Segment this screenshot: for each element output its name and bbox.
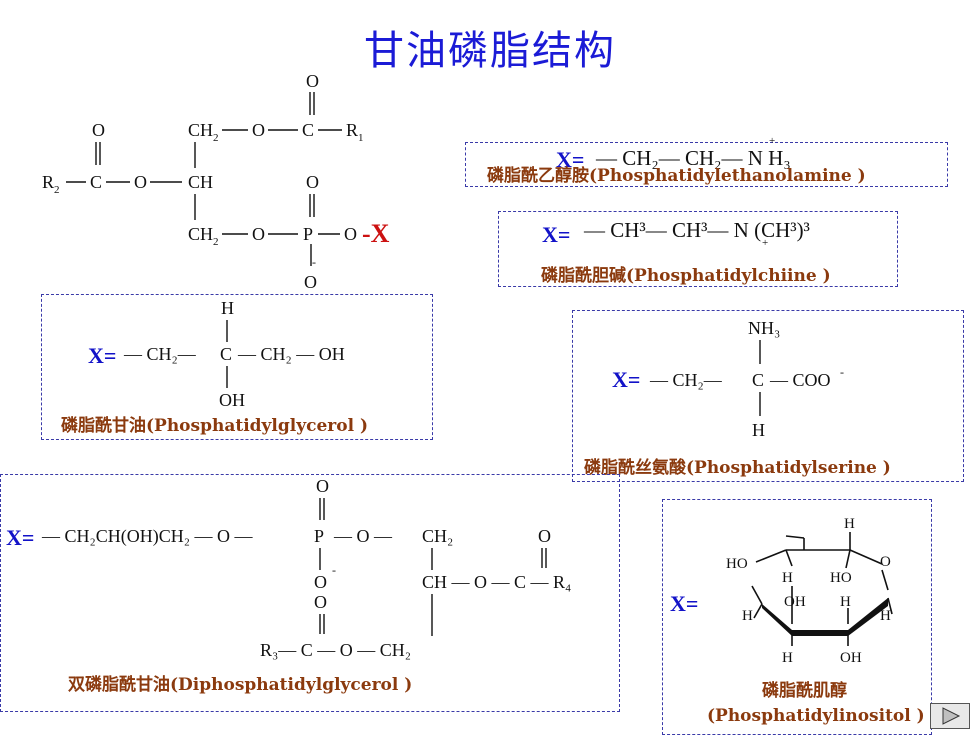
pc-x-label: X= (542, 222, 571, 247)
o-minus: O (304, 272, 317, 292)
dpg-o-ester: O (538, 526, 551, 546)
ch2-top: CH2 (188, 120, 219, 144)
o-p-top: O (306, 172, 319, 192)
next-slide-button[interactable] (930, 703, 970, 729)
dpg-o-top: O (316, 476, 329, 496)
c-top: C (302, 120, 314, 140)
pg-caption: 磷脂酰甘油(Phosphatidylglycerol ) (61, 416, 368, 436)
ps-structure: NH₃ — CH₂— C — COO - H (649, 318, 844, 440)
pi-structure: H HO H HO O OH H H H H OH (726, 516, 893, 666)
play-next-icon (942, 707, 961, 725)
r1: R1 (346, 120, 364, 144)
pc-caption: 磷脂酰胆碱(Phosphatidylchiine ) (541, 266, 831, 286)
pi-oh1: OH (784, 594, 806, 610)
dpg-bottom-chain: R₃— C — O — CH₂ (260, 640, 411, 660)
dpg-p: P (314, 526, 324, 546)
pi-h-bl: H (742, 608, 753, 624)
minus-sign: - (312, 255, 316, 269)
pg-structure: H — CH₂— C — CH₂ — OH OH (123, 298, 345, 410)
pg-oh: OH (219, 390, 245, 410)
o-top: O (306, 71, 319, 91)
pg-chain-right: — CH₂ — OH (237, 344, 345, 364)
o-left: O (92, 120, 105, 140)
pi-x-label: X= (670, 591, 699, 616)
pi-caption-cn: 磷脂酰肌醇 (762, 681, 847, 701)
ps-chain-right: — COO (769, 370, 831, 390)
dpg-caption: 双磷脂酰甘油(Diphosphatidylglycerol ) (68, 675, 413, 695)
ps-chain-left: — CH₂— (649, 370, 723, 390)
x-group: -X (362, 219, 390, 248)
o-right: O (344, 224, 357, 244)
page-title: 甘油磷脂结构 (364, 28, 616, 74)
ps-h: H (752, 420, 765, 440)
pi-h-bottom: H (782, 650, 793, 666)
pi-caption-en: (Phosphatidylinositol ) (707, 706, 925, 726)
pi-o-right: O (880, 554, 891, 570)
pg-h: H (221, 298, 234, 318)
c-left: C (90, 172, 102, 192)
dpg-box (0, 474, 620, 712)
main-structure-diagram: O CH2 O C R1 O R2 C O CH O CH2 O P O - O… (42, 71, 390, 292)
pe-caption: 磷脂酰乙醇胺(Phosphatidylethanolamine ) (487, 166, 866, 186)
pi-h-br: H (880, 608, 891, 624)
dpg-ch: CH — O — C — R₄ (422, 572, 571, 592)
dpg-o-link: — O — (333, 526, 393, 546)
pc-plus: + (762, 237, 769, 249)
ps-nh3: NH₃ (748, 318, 780, 338)
pi-h1: H (782, 570, 793, 586)
dpg-chain: — CH₂CH(OH)CH₂ — O — (41, 526, 254, 547)
o-mid: O (134, 172, 147, 192)
ch: CH (188, 172, 213, 192)
pi-h2: H (840, 594, 851, 610)
ps-x-label: X= (612, 367, 641, 392)
ps-c: C (752, 370, 764, 390)
ps-box (572, 310, 964, 482)
pi-ho-mid: HO (830, 570, 852, 586)
pe-plus: + (769, 135, 776, 147)
pg-box (41, 294, 433, 440)
dpg-minus: - (332, 563, 336, 577)
pg-x-label: X= (88, 343, 117, 368)
dpg-ch2-a: CH₂ (422, 526, 453, 546)
r2: R2 (42, 172, 60, 196)
dpg-o-minus: O (314, 572, 327, 592)
pi-ho-left: HO (726, 556, 748, 572)
pg-c: C (220, 344, 232, 364)
pe-x-label: X= (556, 147, 585, 172)
pi-h-top: H (844, 516, 855, 532)
pi-oh-bottom: OH (840, 650, 862, 666)
pe-box (465, 142, 948, 187)
ps-caption: 磷脂酰丝氨酸(Phosphatidylserine ) (584, 458, 891, 478)
o-top-link: O (252, 120, 265, 140)
pc-formula: — CH³— CH³— N (CH³)³ (584, 218, 810, 242)
ch2-bottom: CH2 (188, 224, 219, 248)
phosphorus: P (303, 224, 313, 244)
dpg-structure: O — CH₂CH(OH)CH₂ — O — P — O — CH₂ O O -… (41, 476, 571, 660)
ps-minus: - (840, 365, 844, 379)
pc-box (498, 211, 898, 287)
dpg-o-c: O (314, 592, 327, 612)
pe-formula: — CH₂— CH₂— N H₃ (596, 146, 791, 170)
pg-chain-left: — CH₂— (123, 344, 197, 364)
dpg-x-label: X= (6, 525, 35, 550)
o-bottom-link: O (252, 224, 265, 244)
